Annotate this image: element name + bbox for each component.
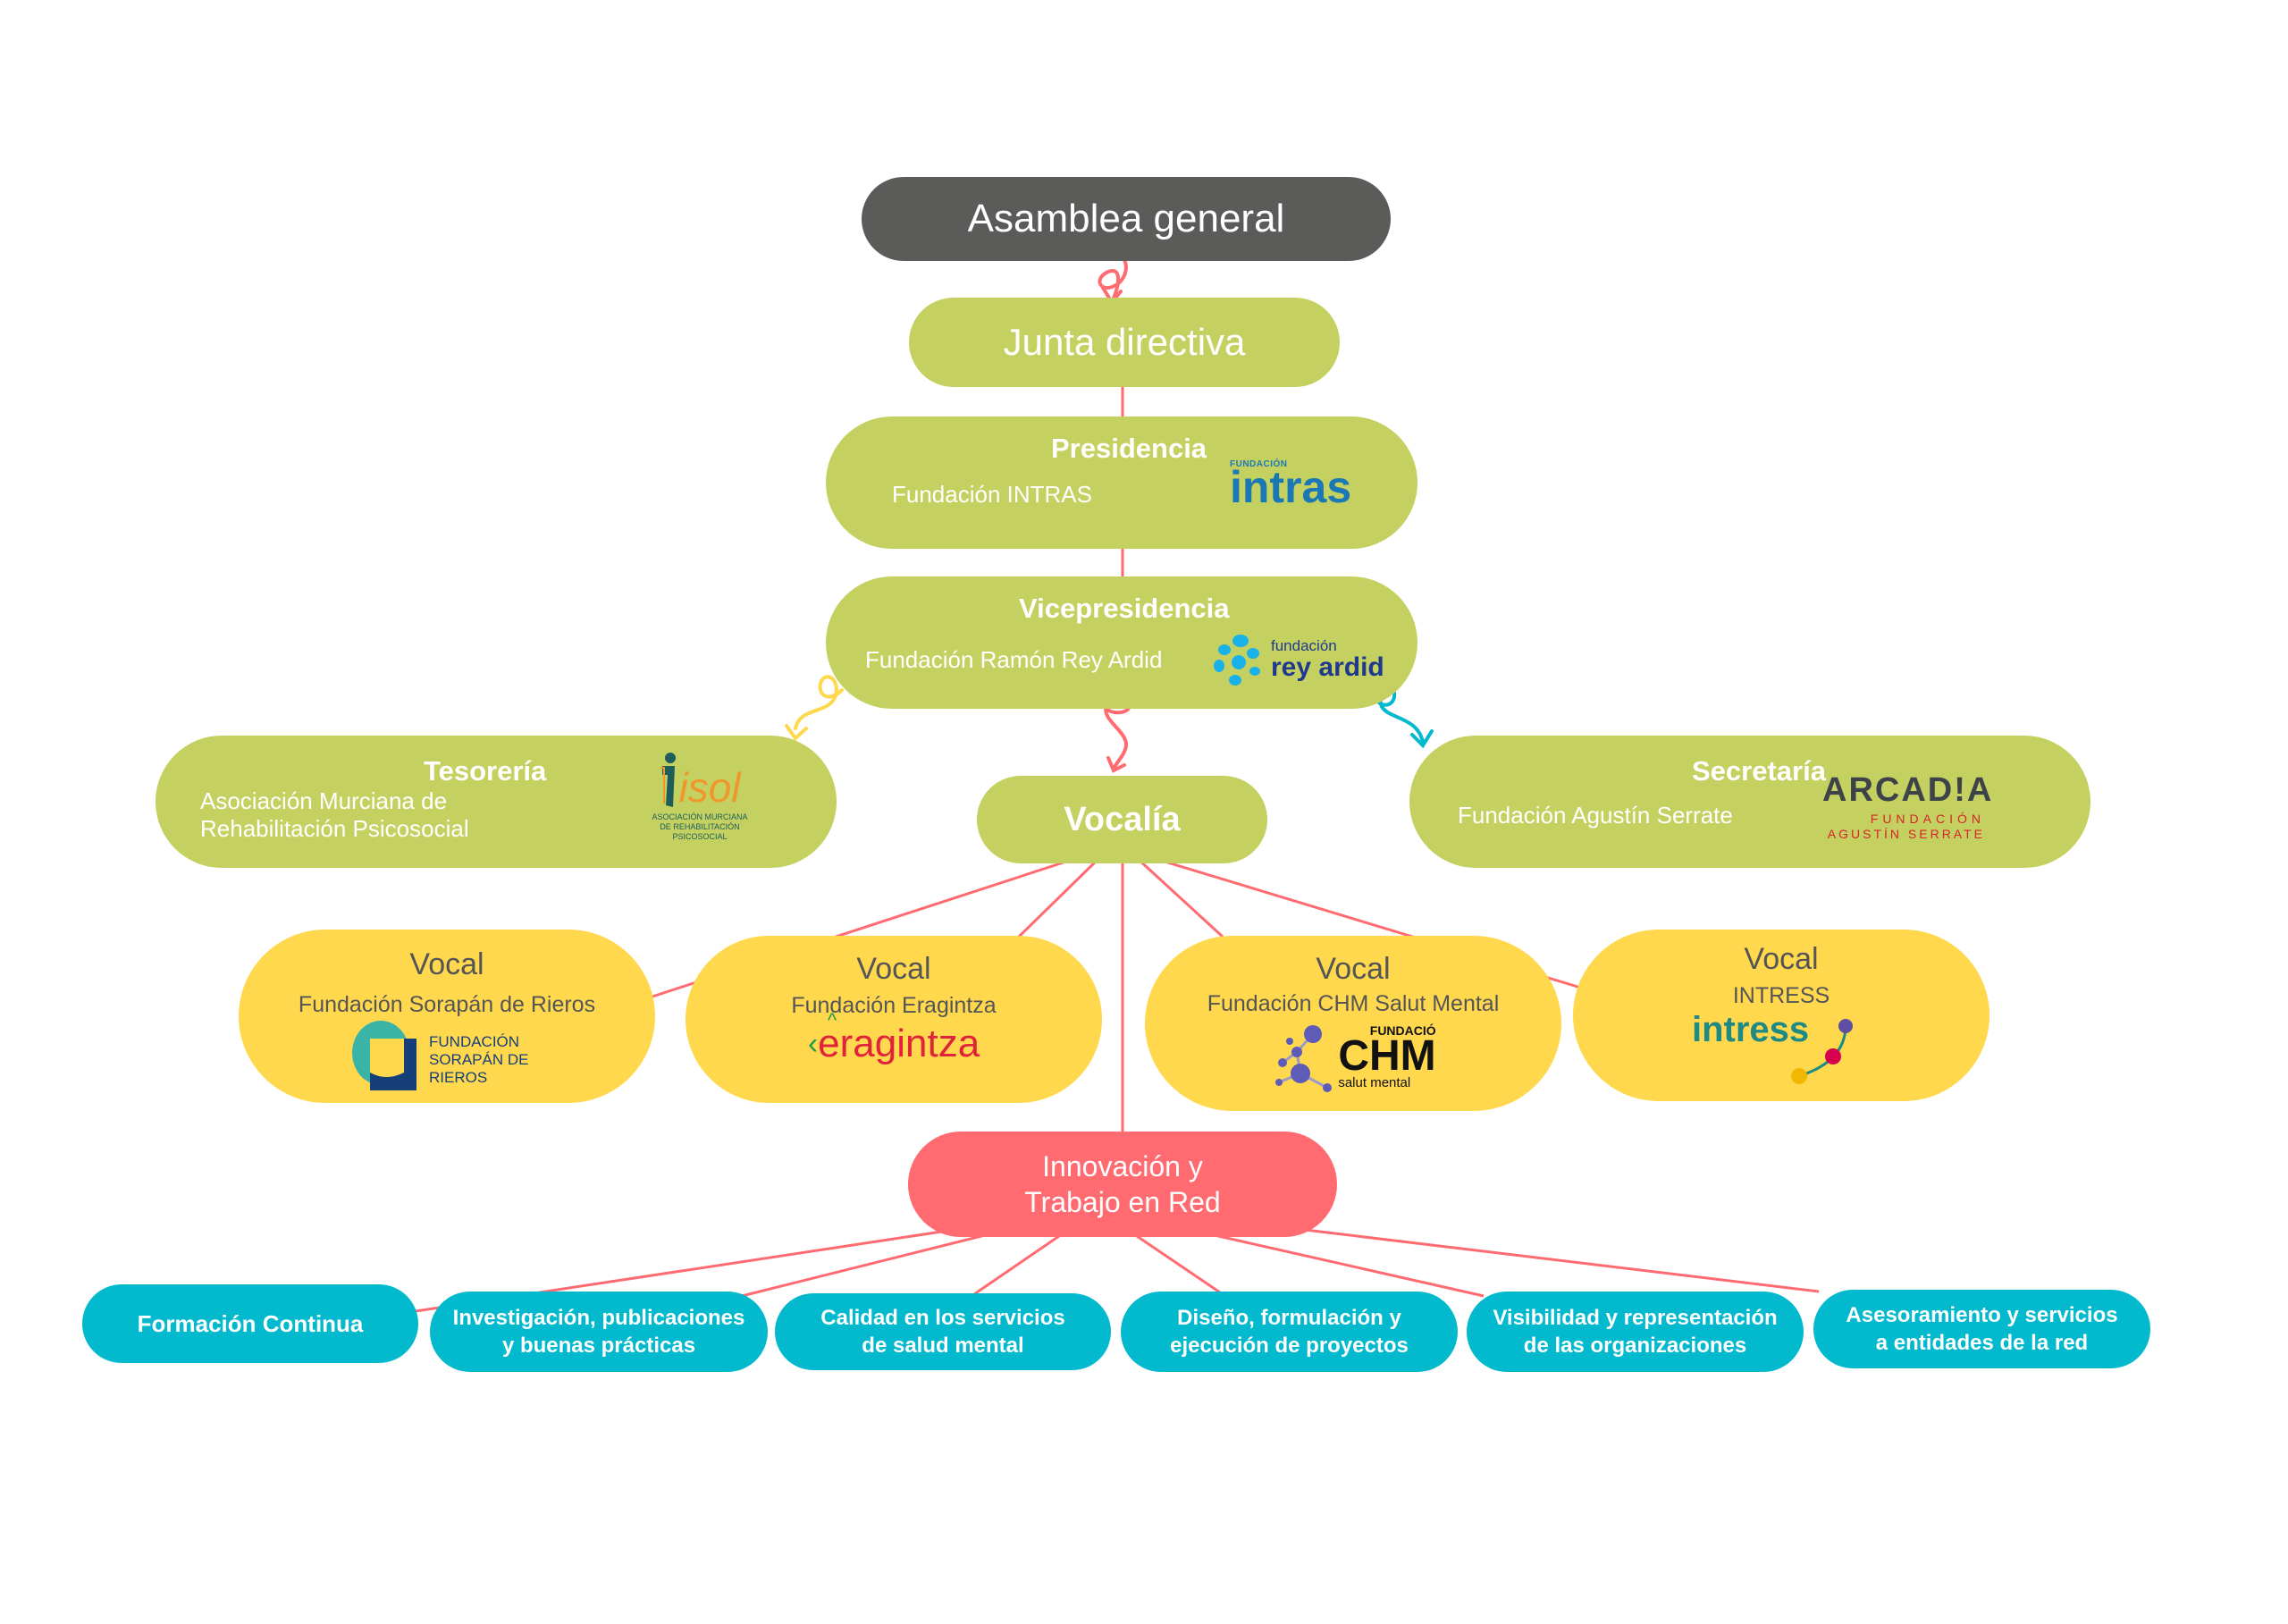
vocal-org: Fundación Eragintza: [791, 993, 997, 1018]
area-line1: Formación Continua: [137, 1309, 364, 1337]
arcadia-logo: ARCAD!A FUNDACIÓN AGUSTÍN SERRATE: [1822, 771, 1994, 841]
line-innovacion-area-1: [741, 1232, 993, 1298]
area-visibilidad[interactable]: Visibilidad y representación de las organ…: [1467, 1292, 1804, 1372]
intras-logo: FUNDACIÓN intras: [1230, 459, 1352, 512]
intress-dots-icon: [1791, 1019, 1853, 1084]
curly-arrow-asamblea-junta: [1098, 247, 1128, 302]
vocal-title: Vocal: [1744, 942, 1819, 976]
area-asesoramiento[interactable]: Asesoramiento y servicios a entidades de …: [1813, 1290, 2150, 1368]
rey-ardid-logo: fundación rey ardid: [1212, 632, 1384, 687]
chm-logo: FUNDACIÓ CHM salut mental: [1145, 1022, 1561, 1093]
arrowhead-secretaria: [1410, 729, 1434, 749]
arrowhead-vocalia: [1106, 756, 1126, 773]
chm-network-icon: [1275, 1025, 1333, 1092]
isol-figure-icon: [660, 753, 677, 807]
intras-logo-main: intras: [1230, 462, 1352, 512]
area-line2: y buenas prácticas: [501, 1334, 696, 1358]
vocal-node-sorapan[interactable]: Vocal Fundación Sorapán de Rieros FUNDAC…: [239, 930, 655, 1103]
innovacion-line2: Trabajo en Red: [1024, 1186, 1221, 1218]
line-vocalia-vocal-3: [1135, 856, 1224, 938]
asamblea-general-label: Asamblea general: [967, 197, 1285, 240]
vocal-org: Fundación Sorapán de Rieros: [298, 992, 596, 1017]
junta-directiva-node[interactable]: Junta directiva: [909, 298, 1340, 387]
presidencia-org: Fundación INTRAS: [892, 481, 1092, 508]
area-investigacion[interactable]: Investigación, publicaciones y buenas prá…: [430, 1292, 768, 1372]
innovacion-line1: Innovación y: [1042, 1150, 1203, 1182]
area-line1: Calidad en los servicios: [820, 1306, 1065, 1330]
area-line1: Investigación, publicaciones: [452, 1306, 745, 1330]
vicepresidencia-title: Vicepresidencia: [1019, 593, 1230, 624]
area-calidad[interactable]: Calidad en los servicios de salud mental: [775, 1293, 1111, 1370]
sorapan-logo-line2: SORAPÁN DE: [429, 1051, 529, 1068]
isol-logo-main: isol: [678, 764, 741, 811]
secretaria-node[interactable]: Secretaría Fundación Agustín Serrate ARC…: [1409, 736, 2090, 868]
vocalia-label: Vocalía: [1064, 800, 1181, 838]
line-innovacion-area-2: [973, 1234, 1060, 1296]
intress-logo-main: intress: [1692, 1010, 1810, 1049]
chm-logo-main: CHM: [1338, 1032, 1436, 1080]
eragintza-logo: ‹ eragintza ^: [686, 1009, 1102, 1066]
tesoreria-title: Tesorería: [424, 755, 547, 787]
sorapan-logo-line3: RIEROS: [429, 1069, 488, 1086]
isol-logo: isol ASOCIACIÓN MURCIANA DE REHABILITACI…: [642, 752, 758, 842]
chm-logo-sub: salut mental: [1338, 1075, 1411, 1090]
isol-logo-sub2: DE REHABILITACIÓN PSICOSOCIAL: [660, 822, 740, 841]
vocal-org: INTRESS: [1732, 983, 1830, 1008]
vocal-node-eragintza[interactable]: Vocal Fundación Eragintza ‹ eragintza ^: [686, 936, 1102, 1103]
vocal-title: Vocal: [1316, 952, 1391, 986]
secretaria-title: Secretaría: [1692, 755, 1826, 787]
sorapan-logo-line1: FUNDACIÓN: [429, 1033, 520, 1050]
arrowhead-tesoreria: [785, 724, 808, 742]
curly-arrow-vice-tesoreria: [794, 675, 844, 730]
sorapan-shape-icon: [352, 1021, 416, 1090]
vocal-title: Vocal: [409, 947, 484, 981]
arcadia-logo-sub1: FUNDACIÓN: [1870, 812, 1985, 826]
secretaria-org: Fundación Agustín Serrate: [1458, 802, 1733, 829]
line-innovacion-area-4: [1206, 1232, 1485, 1298]
presidencia-title: Presidencia: [1051, 433, 1207, 464]
rey-ardid-logo-small: fundación: [1271, 637, 1337, 654]
area-diseno-proyectos[interactable]: Diseño, formulación y ejecución de proyec…: [1121, 1292, 1458, 1372]
sorapan-logo: FUNDACIÓN SORAPÁN DE RIEROS: [239, 1019, 655, 1092]
tesoreria-org: Asociación Murciana de Rehabilitación Ps…: [200, 787, 469, 843]
rey-ardid-logo-main: rey ardid: [1271, 652, 1384, 682]
line-innovacion-area-5: [1259, 1223, 1820, 1293]
isol-logo-sub1: ASOCIACIÓN MURCIANA: [652, 812, 748, 821]
tesoreria-org-line2: Rehabilitación Psicosocial: [200, 815, 469, 842]
tesoreria-node[interactable]: Tesorería Asociación Murciana de Rehabil…: [156, 736, 837, 868]
area-formacion-continua[interactable]: Formación Continua: [82, 1284, 418, 1363]
line-vocalia-vocal-2: [1017, 856, 1101, 938]
asamblea-general-node[interactable]: Asamblea general: [862, 177, 1391, 261]
area-line2: de salud mental: [862, 1334, 1024, 1358]
chm-logo-small: FUNDACIÓ: [1369, 1023, 1436, 1038]
innovacion-trabajo-red-node[interactable]: Innovación y Trabajo en Red: [908, 1132, 1337, 1237]
area-line1: Asesoramiento y servicios: [1846, 1303, 2118, 1327]
eragintza-logo-main: eragintza: [818, 1022, 980, 1065]
area-line2: a entidades de la red: [1875, 1331, 2089, 1355]
vocal-node-intress[interactable]: Vocal INTRESS intress: [1573, 930, 1989, 1101]
arcadia-logo-sub2: AGUSTÍN SERRATE: [1827, 827, 1985, 841]
intress-logo: intress: [1573, 1010, 1989, 1090]
vicepresidencia-org: Fundación Ramón Rey Ardid: [865, 646, 1163, 673]
vocal-node-chm[interactable]: Vocal Fundación CHM Salut Mental FUNDACI…: [1145, 936, 1561, 1111]
rey-ardid-dots-icon: [1214, 635, 1260, 686]
intras-logo-small: FUNDACIÓN: [1230, 459, 1288, 469]
area-line1: Visibilidad y representación: [1493, 1306, 1778, 1330]
vocal-org: Fundación CHM Salut Mental: [1207, 991, 1500, 1016]
area-line1: Diseño, formulación y: [1177, 1306, 1401, 1330]
arcadia-logo-main: ARCAD!A: [1822, 771, 1994, 809]
vocalia-node[interactable]: Vocalía: [977, 776, 1267, 863]
junta-directiva-label: Junta directiva: [1003, 321, 1246, 363]
eragintza-chevron-up-icon: ^: [827, 1009, 837, 1031]
vicepresidencia-node[interactable]: Vicepresidencia Fundación Ramón Rey Ardi…: [826, 576, 1417, 709]
area-line2: ejecución de proyectos: [1170, 1334, 1409, 1358]
vocal-title: Vocal: [856, 952, 931, 986]
eragintza-chevron-left-icon: ‹: [807, 1027, 819, 1061]
line-innovacion-area-3: [1136, 1234, 1221, 1294]
presidencia-node[interactable]: Presidencia Fundación INTRAS FUNDACIÓN i…: [826, 417, 1417, 549]
area-line2: de las organizaciones: [1523, 1334, 1747, 1358]
tesoreria-org-line1: Asociación Murciana de: [200, 787, 448, 814]
